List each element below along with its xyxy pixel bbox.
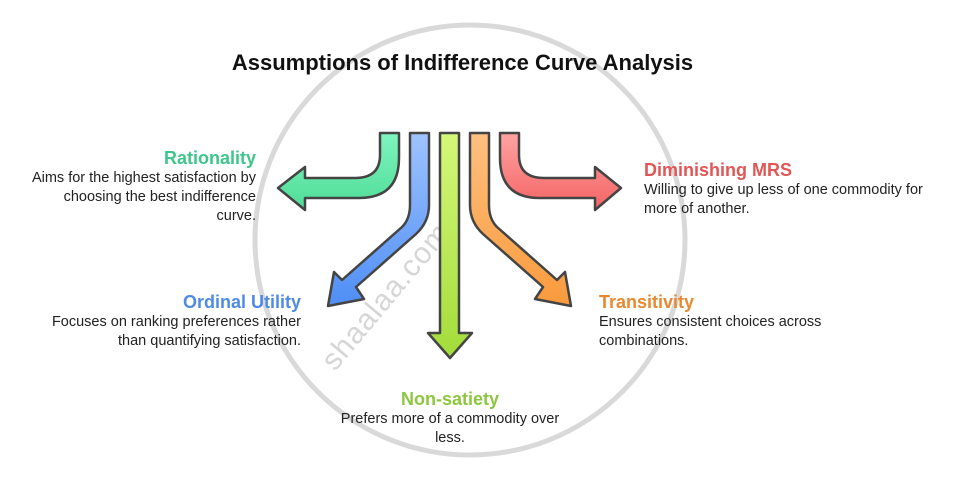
- arrow-non-satiety: [426, 131, 474, 360]
- transitivity-description: Ensures consistent choices across combin…: [599, 313, 859, 351]
- item-diminishing-mrs: Diminishing MRS Willing to give up less …: [644, 159, 954, 219]
- diminishing-mrs-description: Willing to give up less of one commodity…: [644, 181, 954, 219]
- transitivity-desc-line: combinations.: [599, 333, 689, 349]
- rationality-desc-line: choosing the best indifference: [63, 189, 256, 205]
- ordinal-utility-heading: Ordinal Utility: [182, 292, 301, 312]
- transitivity-heading: Transitivity: [599, 292, 695, 312]
- rationality-desc-line: Aims for the highest satisfaction by: [31, 170, 256, 186]
- item-ordinal-utility: Ordinal Utility Focuses on ranking prefe…: [20, 291, 301, 351]
- non-satiety-heading: Non-satiety: [400, 389, 499, 409]
- non-satiety-desc-line: Prefers more of a commodity over: [340, 411, 560, 427]
- watermark-circle: [252, 22, 688, 458]
- diminishing-mrs-desc-line: Willing to give up less of one commodity…: [644, 182, 923, 198]
- arrow-transitivity: [468, 131, 573, 308]
- diminishing-mrs-heading: Diminishing MRS: [644, 160, 792, 180]
- ordinal-utility-desc-line: than quantifying satisfaction.: [118, 333, 301, 349]
- item-non-satiety: Non-satiety Prefers more of a commodity …: [300, 388, 600, 448]
- item-transitivity: Transitivity Ensures consistent choices …: [599, 291, 859, 351]
- ordinal-utility-description: Focuses on ranking preferences rather th…: [20, 313, 301, 351]
- arrow-ordinal-utility: [326, 131, 431, 308]
- rationality-desc-line: curve.: [216, 208, 257, 224]
- page-title: Assumptions of Indifference Curve Analys…: [231, 50, 694, 75]
- arrow-rationality: [276, 131, 401, 212]
- rationality-description: Aims for the highest satisfaction by cho…: [10, 169, 256, 226]
- arrow-diminishing-mrs: [498, 131, 623, 212]
- item-rationality: Rationality Aims for the highest satisfa…: [10, 147, 256, 226]
- non-satiety-description: Prefers more of a commodity over less.: [300, 410, 600, 448]
- transitivity-desc-line: Ensures consistent choices across: [599, 314, 822, 330]
- rationality-heading: Rationality: [163, 148, 256, 168]
- non-satiety-desc-line: less.: [435, 430, 465, 446]
- diminishing-mrs-desc-line: more of another.: [644, 201, 750, 217]
- ordinal-utility-desc-line: Focuses on ranking preferences rather: [51, 314, 301, 330]
